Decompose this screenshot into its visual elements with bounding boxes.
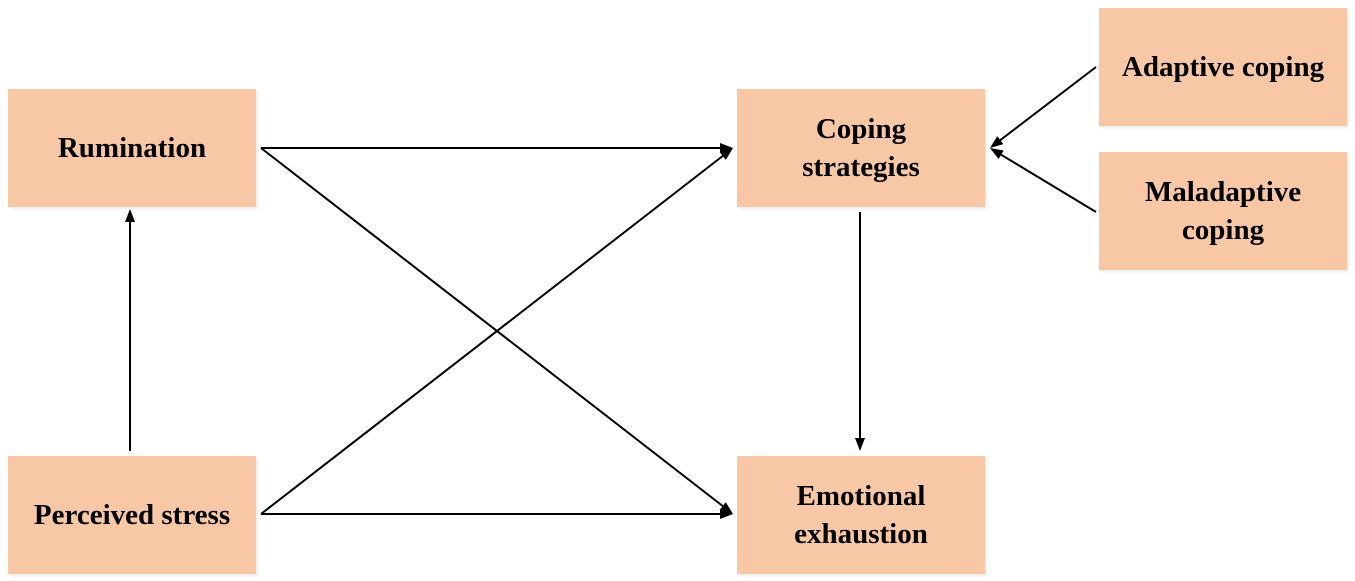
node-maladaptive-coping-line-1: Maladaptive — [1144, 176, 1302, 208]
node-coping-strategies-line-2: strategies — [802, 151, 920, 183]
node-emotional-exhaustion: Emotional exhaustion — [737, 456, 985, 574]
arrow-perceived-stress-to-rumination — [125, 209, 135, 451]
arrow-coping-strategies-to-emotional-exhaustion-arrowhead — [855, 438, 865, 451]
node-perceived-stress: Perceived stress — [8, 456, 256, 574]
node-coping-strategies-text: Coping strategies — [802, 110, 920, 186]
node-emotional-exhaustion-line-1: Emotional — [796, 480, 926, 512]
node-rumination-line-1: Rumination — [57, 132, 207, 164]
arrow-coping-strategies-to-emotional-exhaustion — [855, 212, 865, 451]
node-perceived-stress-text: Perceived stress — [34, 496, 230, 534]
arrow-perceived-stress-to-coping-strategies — [260, 148, 733, 515]
node-rumination-text: Rumination — [58, 129, 206, 167]
arrow-perceived-stress-to-rumination-arrowhead — [125, 209, 135, 222]
arrow-adaptive-coping-to-coping-strategies-line — [998, 66, 1097, 143]
arrow-perceived-stress-to-emotional-exhaustion-arrowhead — [720, 509, 733, 519]
arrow-maladaptive-coping-to-coping-strategies-line — [998, 152, 1097, 213]
node-adaptive-coping-line-1: Adaptive coping — [1121, 51, 1325, 83]
arrow-rumination-to-coping-strategies-arrowhead — [720, 143, 733, 153]
node-adaptive-coping: Adaptive coping — [1099, 8, 1347, 126]
arrow-rumination-to-emotional-exhaustion-arrowhead — [719, 502, 733, 514]
node-maladaptive-coping-text: Maladaptive coping — [1145, 173, 1301, 249]
node-adaptive-coping-text: Adaptive coping — [1122, 48, 1324, 86]
node-maladaptive-coping: Maladaptive coping — [1099, 152, 1347, 270]
arrow-adaptive-coping-to-coping-strategies — [990, 66, 1097, 148]
arrow-rumination-to-emotional-exhaustion-line — [260, 147, 725, 509]
node-coping-strategies: Coping strategies — [737, 89, 985, 207]
node-perceived-stress-line-1: Perceived stress — [33, 499, 231, 531]
arrow-adaptive-coping-to-coping-strategies-arrowhead — [990, 136, 1004, 148]
node-coping-strategies-line-1: Coping — [815, 113, 907, 145]
node-rumination: Rumination — [8, 89, 256, 207]
arrow-perceived-stress-to-emotional-exhaustion — [261, 509, 733, 519]
arrow-maladaptive-coping-to-coping-strategies — [990, 148, 1097, 213]
node-emotional-exhaustion-line-2: exhaustion — [794, 518, 928, 550]
node-emotional-exhaustion-text: Emotional exhaustion — [794, 477, 928, 553]
arrow-rumination-to-emotional-exhaustion — [260, 147, 733, 514]
arrow-maladaptive-coping-to-coping-strategies-arrowhead — [990, 148, 1004, 159]
arrow-perceived-stress-to-coping-strategies-line — [260, 153, 725, 515]
arrow-rumination-to-coping-strategies — [261, 143, 733, 153]
node-maladaptive-coping-line-2: coping — [1181, 214, 1265, 246]
arrow-perceived-stress-to-coping-strategies-arrowhead — [719, 148, 733, 160]
